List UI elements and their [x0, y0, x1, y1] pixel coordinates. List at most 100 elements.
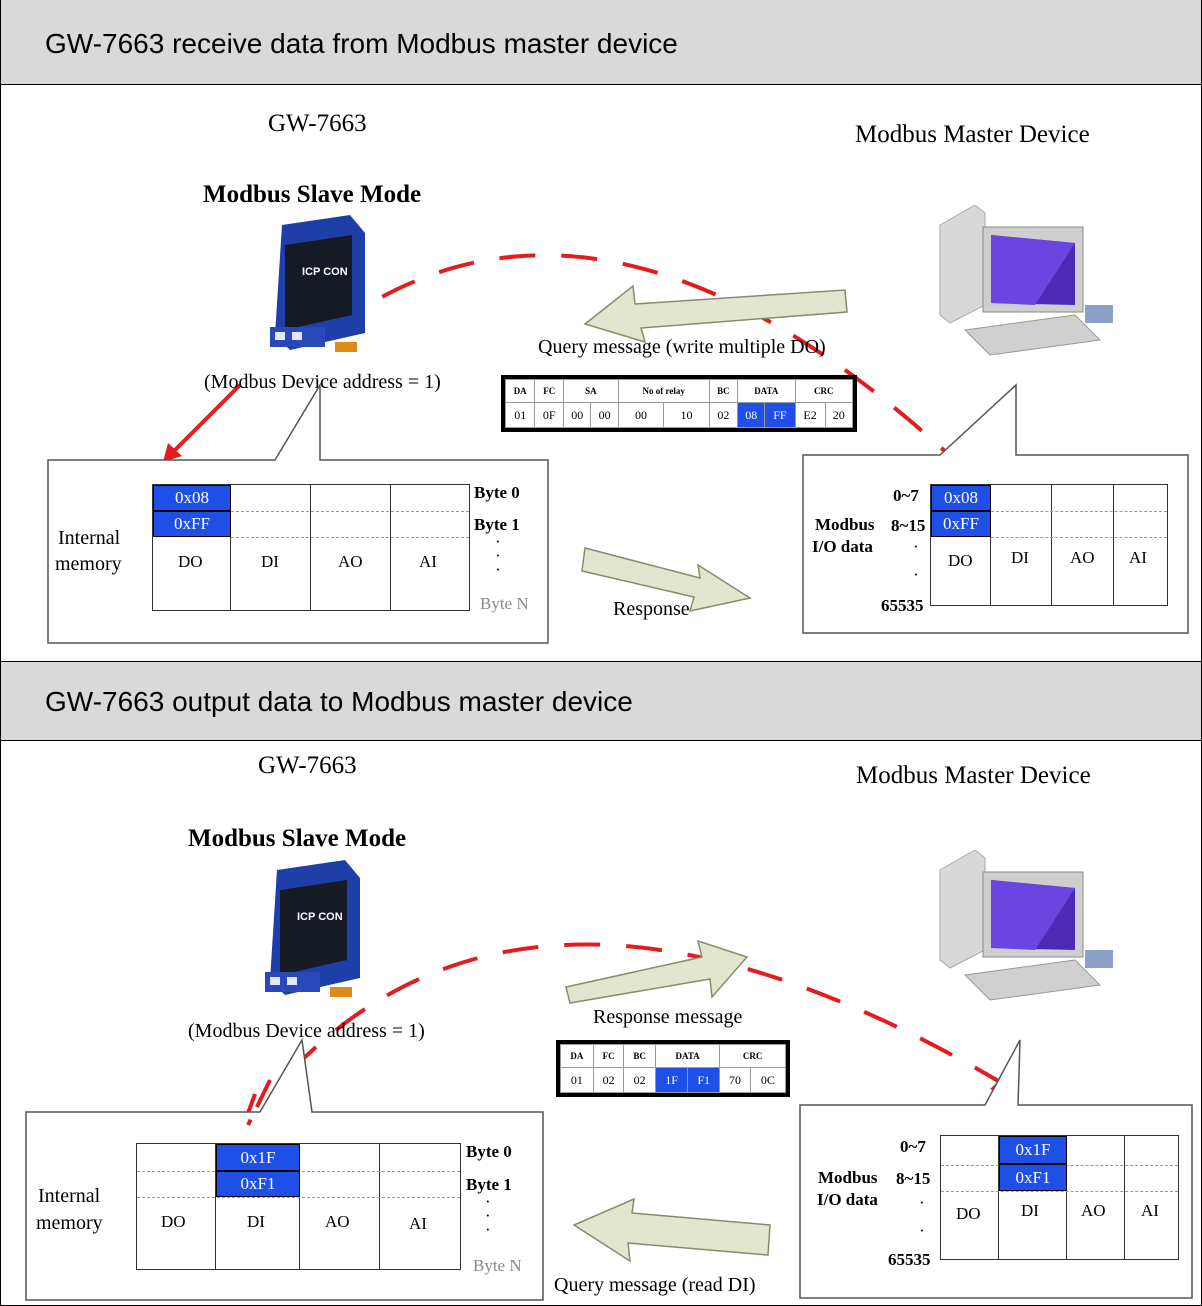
section1-mem-val2: 0xFF: [153, 511, 231, 537]
section2-response-arrow: [565, 939, 749, 1004]
s2-v1: 02: [592, 1067, 625, 1093]
section2-computer-icon: [939, 850, 1113, 1001]
s2-v2: 02: [623, 1067, 657, 1093]
section1-io-table: 0x08 0xFF DO DI AO AI: [930, 484, 1168, 606]
section2-io-range2: 8~15: [896, 1169, 931, 1188]
s1-v8: FF: [764, 402, 796, 428]
section2-io-val1: 0x1F: [999, 1136, 1067, 1164]
section2-io-table: 0x1F 0xF1 DO DI AO AI: [940, 1135, 1179, 1260]
section2-message-table: DA FC BC DATA CRC 01 02 02 1F F1 70 0C: [556, 1040, 790, 1097]
s2-v6: 0C: [749, 1067, 787, 1093]
section1-arc: [163, 253, 962, 467]
section1-device-brand: ICP CON: [302, 266, 348, 278]
s1-v5: 10: [663, 402, 710, 428]
section1-io-range2: 8~15: [891, 516, 926, 535]
section2-io-range-end: 65535: [888, 1250, 931, 1269]
s2-h-fc: FC: [592, 1044, 625, 1068]
section2-device-brand: ICP CON: [297, 911, 343, 923]
section1-memory-label-1: Internal: [58, 527, 121, 549]
s2-v0: 01: [560, 1067, 594, 1093]
section2-memory-label-2: memory: [36, 1212, 103, 1234]
section2-byte0: Byte 0: [466, 1142, 512, 1161]
section2-message-label: Response message: [593, 1006, 743, 1028]
section1-io-col-do: DO: [948, 551, 973, 570]
section1-dots: ···: [495, 532, 501, 579]
section1-byte0: Byte 0: [474, 483, 520, 502]
section2-mode-label: Modbus Slave Mode: [188, 825, 407, 852]
section1-byteN: Byte N: [480, 594, 529, 613]
section2-io-dots: ··: [919, 1193, 925, 1240]
section1-master-label: Modbus Master Device: [855, 121, 1090, 148]
section1-response-arrow: [581, 547, 752, 612]
section2-io-col-do: DO: [956, 1204, 981, 1223]
section1-gateway-device: ICP CON: [270, 215, 365, 352]
s1-v6: 02: [708, 402, 739, 428]
s1-v7: 08: [737, 402, 766, 428]
section1-gw-label: GW-7663: [268, 110, 367, 137]
section2-mem-col-ao: AO: [325, 1212, 350, 1231]
section2-io-label1: Modbus: [818, 1168, 878, 1187]
section2-memory-table: 0x1F 0xF1 DO DI AO AI: [136, 1143, 461, 1270]
section2-byteN: Byte N: [473, 1256, 522, 1275]
section1-io-col-ao: AO: [1070, 548, 1095, 567]
s2-h-data: DATA: [655, 1044, 721, 1068]
section1-mem-col-di: DI: [261, 552, 279, 571]
s1-v0: 01: [504, 402, 536, 428]
s1-v10: 20: [824, 402, 854, 428]
s1-v3: 00: [590, 402, 619, 428]
section2-mem-col-di: DI: [247, 1212, 265, 1231]
section1-mem-col-ao: AO: [338, 552, 363, 571]
section1-message-table: DA FC SA No of relay BC DATA CRC 01 0F 0…: [501, 375, 857, 432]
section1-io-label2: I/O data: [812, 537, 873, 556]
section2-memory-label-1: Internal: [38, 1185, 101, 1207]
section2-gateway-device: ICP CON: [265, 860, 360, 997]
s1-h-bc: BC: [708, 379, 739, 403]
s2-v4: F1: [687, 1067, 721, 1093]
section1-mem-val1: 0x08: [153, 485, 231, 511]
section2-query-label: Query message (read DI): [554, 1274, 756, 1296]
s2-v3: 1F: [655, 1067, 689, 1093]
s1-v2: 00: [563, 402, 592, 428]
section1-io-range-end: 65535: [881, 596, 924, 615]
s2-h-da: DA: [560, 1044, 594, 1068]
section2-header: GW-7663 output data to Modbus master dev…: [1, 661, 1201, 741]
s1-v9: E2: [794, 402, 826, 428]
section1-address-label: (Modbus Device address = 1): [204, 371, 441, 393]
section1-io-val1: 0x08: [931, 485, 991, 511]
section1-mem-col-do: DO: [178, 552, 203, 571]
section2-io-col-ao: AO: [1081, 1201, 1106, 1220]
section1-computer-icon: [939, 205, 1113, 356]
section1-io-col-di: DI: [1011, 548, 1029, 567]
section1-io-range1: 0~7: [893, 486, 919, 505]
section1-mode-label: Modbus Slave Mode: [203, 181, 422, 208]
section1-io-col-ai: AI: [1129, 548, 1147, 567]
section1-mem-col-ai: AI: [419, 552, 437, 571]
section2-io-val2: 0xF1: [999, 1164, 1067, 1191]
section1-callouts: [47, 382, 1189, 644]
section1-io-label1: Modbus: [815, 515, 875, 534]
s1-v4: 00: [617, 402, 665, 428]
section1-header: GW-7663 receive data from Modbus master …: [1, 0, 1201, 85]
section2-io-col-ai: AI: [1141, 1201, 1159, 1220]
section2-mem-val1: 0x1F: [216, 1144, 300, 1171]
section1-memory-table: 0x08 0xFF DO DI AO AI: [152, 484, 470, 611]
s2-h-crc: CRC: [719, 1044, 786, 1068]
section2-dots: ···: [485, 1192, 491, 1239]
section1-response-label: Response: [613, 598, 690, 620]
section2-master-label: Modbus Master Device: [856, 762, 1091, 789]
section2-mem-col-do: DO: [161, 1212, 186, 1231]
section2-io-col-di: DI: [1021, 1201, 1039, 1220]
s2-v5: 70: [719, 1067, 751, 1093]
section1-io-dots: ··: [913, 537, 919, 584]
section2-io-range1: 0~7: [900, 1137, 926, 1156]
section2-mem-col-ai: AI: [409, 1214, 427, 1233]
section2-byte1: Byte 1: [466, 1175, 512, 1194]
section2-mem-val2: 0xF1: [216, 1171, 300, 1197]
section2-address-label: (Modbus Device address = 1): [188, 1020, 425, 1042]
section1-io-val2: 0xFF: [931, 511, 991, 537]
section1-query-arrow: [583, 284, 848, 344]
s2-h-bc: BC: [623, 1044, 657, 1068]
section2-query-arrow: [572, 1197, 771, 1263]
section1-message-label: Query message (write multiple DO): [538, 336, 826, 358]
